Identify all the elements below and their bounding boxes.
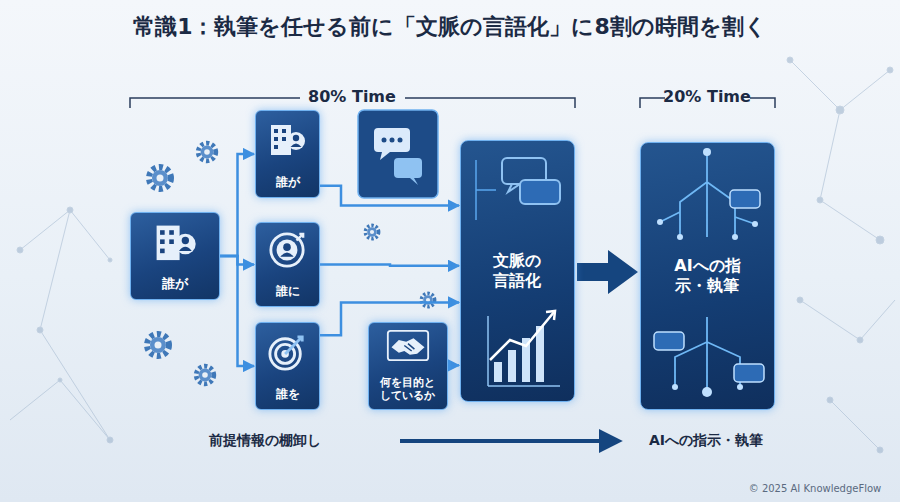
network-deco (10, 57, 895, 453)
info-box: 誰が (130, 212, 220, 300)
time-label: 80% Time (304, 87, 400, 106)
stage-panel: AIへの指示・執筆 (640, 142, 775, 410)
flow-line (320, 265, 459, 266)
flow-line (320, 186, 459, 206)
chat-chart-icon (460, 140, 575, 402)
target-icon (268, 333, 306, 371)
info-box: 誰を (255, 322, 320, 410)
time-label: 20% Time (659, 87, 755, 106)
step-label: AIへの指示・執筆 (645, 432, 767, 450)
box-label: 誰が (162, 276, 188, 292)
target-person-icon (268, 231, 306, 269)
building-icon (267, 121, 307, 157)
chat-box (358, 110, 438, 198)
info-box: 誰に (255, 222, 320, 307)
title: 常識1：執筆を任せる前に「文脈の言語化」に8割の時間を割く (0, 12, 900, 42)
flow-line (220, 154, 254, 256)
box-label: 誰を (276, 387, 300, 402)
flow-line (448, 364, 459, 367)
info-box: 誰が (255, 110, 320, 198)
handshake-icon (386, 329, 430, 362)
step-label: 前提情報の棚卸し (205, 432, 325, 450)
flow-line (220, 256, 254, 366)
info-box: 何を目的としているか (368, 322, 448, 410)
box-label: AIへの指示・執筆 (665, 256, 750, 296)
box-label: 誰に (276, 284, 300, 299)
box-label: 文脈の言語化 (491, 251, 544, 291)
flow-arrow (400, 441, 618, 442)
box-label: 誰が (276, 175, 300, 190)
building-icon (152, 221, 198, 262)
ai-circuit-icon (640, 142, 775, 410)
stage-panel: 文脈の言語化 (460, 140, 575, 402)
box-label: 何を目的としているか (379, 376, 437, 404)
copyright-note: © 2025 AI KnowledgeFlow (745, 483, 886, 494)
block-arrow (577, 250, 638, 294)
